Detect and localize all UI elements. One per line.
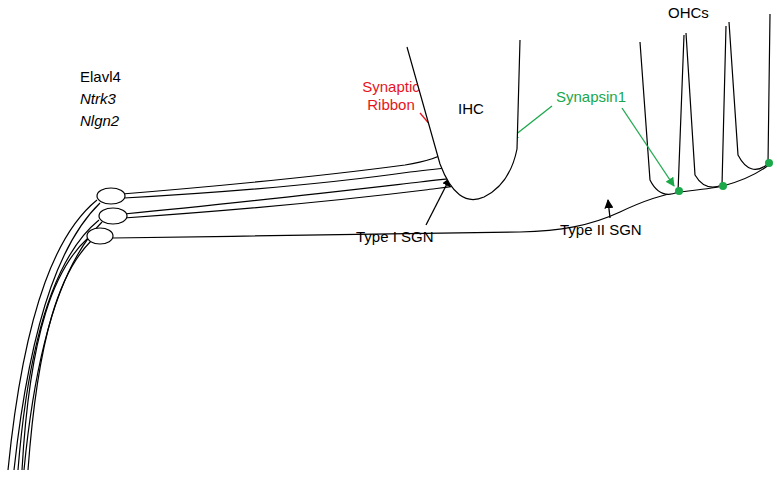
outer-hair-cells bbox=[640, 14, 770, 194]
gene-label: Nlgn2 bbox=[80, 112, 119, 130]
ohc-label: OHCs bbox=[668, 4, 709, 22]
synaptic-ribbon-label: Synaptic Ribbon bbox=[355, 78, 427, 114]
inner-hair-cell: IHC bbox=[402, 34, 526, 209]
cell-outline bbox=[402, 34, 526, 209]
ihc-outline bbox=[407, 40, 520, 200]
central-axons bbox=[8, 200, 102, 470]
gene-label: Elavl4 bbox=[80, 68, 121, 86]
gene-label: Ntrk3 bbox=[80, 90, 116, 108]
synapsin1-label: Synapsin1 bbox=[556, 88, 626, 106]
sgn-somata bbox=[87, 188, 127, 244]
type-ii-sgn-label: Type II SGN bbox=[560, 221, 642, 239]
type-i-sgn-label: Type I SGN bbox=[356, 228, 434, 246]
cell-label: IHC bbox=[458, 100, 484, 118]
